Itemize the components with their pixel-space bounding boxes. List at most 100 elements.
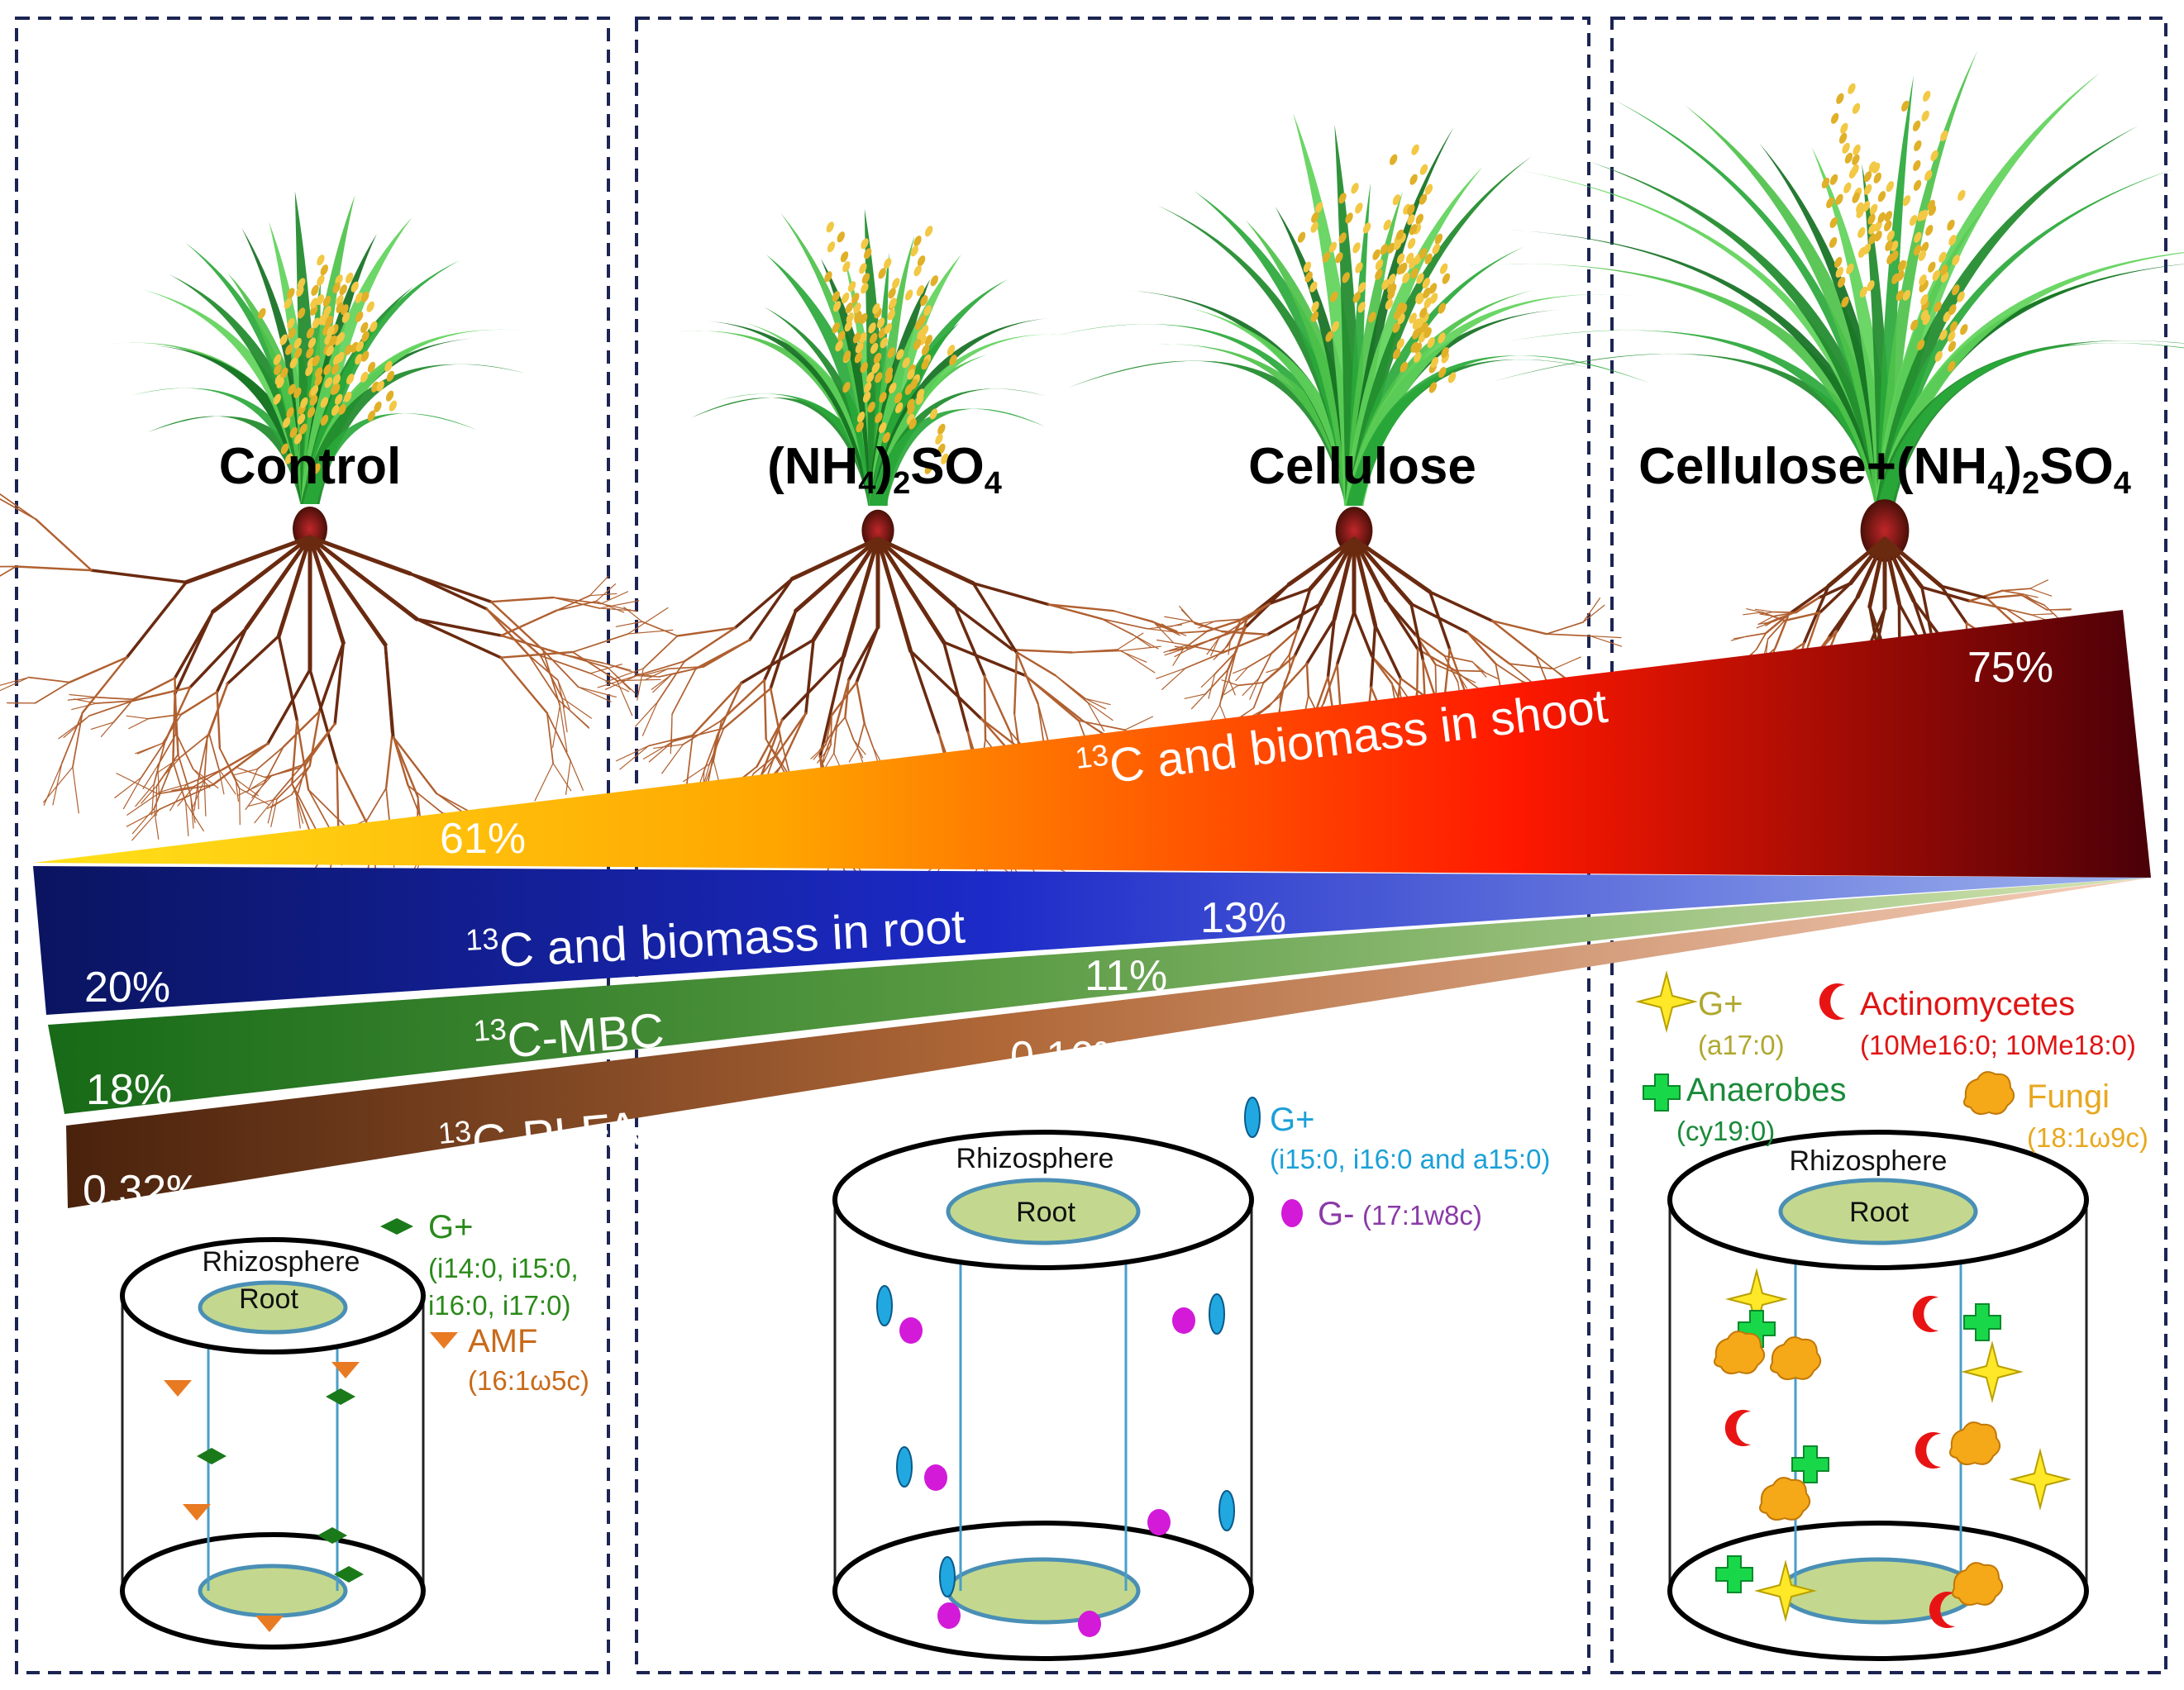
band-shoot-end-value: 75% bbox=[1967, 644, 2053, 692]
green-diamond-icon bbox=[197, 1448, 227, 1464]
orange-triangle-icon bbox=[331, 1362, 360, 1378]
root-strand bbox=[678, 628, 736, 636]
green-diamond-icon bbox=[380, 1218, 413, 1235]
red-crescent-icon bbox=[1915, 1432, 1941, 1469]
root-strand bbox=[806, 640, 813, 713]
green-cross-icon bbox=[1792, 1446, 1829, 1483]
root-strand bbox=[1171, 621, 1191, 627]
root-strand bbox=[265, 747, 284, 783]
root-strand bbox=[417, 619, 500, 657]
root-strand bbox=[857, 723, 864, 748]
root-strand bbox=[310, 537, 385, 645]
root-strand bbox=[742, 640, 813, 683]
root-strand bbox=[565, 655, 603, 663]
root-strand bbox=[308, 790, 331, 831]
rice-grain bbox=[825, 221, 836, 234]
root-strand bbox=[73, 767, 79, 813]
root-strand bbox=[1017, 653, 1038, 703]
rice-grain bbox=[904, 288, 914, 302]
root-strand bbox=[1118, 650, 1147, 662]
root-strand bbox=[209, 734, 219, 769]
legend-gpos-lipids-line1: (i14:0, i15:0, bbox=[428, 1253, 579, 1283]
rice-grain bbox=[1851, 102, 1862, 115]
root-strand bbox=[642, 621, 678, 636]
root-strand bbox=[1338, 664, 1341, 710]
rice-grain bbox=[1829, 112, 1840, 125]
root-strand bbox=[123, 778, 141, 809]
title-part: Cellulose+(NH bbox=[1638, 438, 1987, 495]
legend-actino-name: Actinomycetes bbox=[1860, 986, 2075, 1022]
root-strand bbox=[849, 748, 857, 762]
green-cross-icon bbox=[1964, 1304, 2000, 1340]
root-strand bbox=[36, 683, 70, 703]
magenta-dot-icon bbox=[937, 1602, 961, 1629]
root-strand bbox=[393, 737, 418, 797]
root-strand bbox=[69, 657, 126, 682]
rice-grain bbox=[1414, 212, 1425, 226]
root-strand bbox=[92, 570, 187, 582]
yellow-star-icon bbox=[1638, 974, 1695, 1030]
panel-title-control: Control bbox=[219, 438, 401, 495]
cyan-ellipse-icon bbox=[877, 1286, 892, 1326]
root-strand bbox=[1185, 653, 1223, 669]
root-strand bbox=[501, 611, 556, 636]
root-strand bbox=[573, 634, 628, 652]
root-strand bbox=[310, 537, 417, 619]
root-strand bbox=[865, 723, 874, 748]
root-strand bbox=[1417, 650, 1418, 689]
green-cross-icon bbox=[1643, 1074, 1680, 1111]
root-strand bbox=[643, 636, 677, 669]
root-strand bbox=[29, 678, 69, 683]
root-strand bbox=[36, 519, 92, 570]
legend-gpos-name: G+ bbox=[1698, 986, 1743, 1022]
rice-grain bbox=[1409, 173, 1419, 186]
legend-anaer-lipids: (cy19:0) bbox=[1676, 1116, 1775, 1146]
rice-grain bbox=[319, 264, 330, 277]
root-strand bbox=[53, 764, 62, 805]
root-strand bbox=[292, 783, 317, 831]
root-strand bbox=[616, 621, 641, 626]
root-strand bbox=[73, 713, 83, 768]
rice-grain bbox=[1828, 236, 1838, 249]
root-strand bbox=[1746, 633, 1766, 636]
root-strand bbox=[573, 652, 618, 681]
root-strand bbox=[1156, 668, 1185, 678]
legend-anaer-name: Anaerobes bbox=[1686, 1072, 1846, 1108]
root-strand bbox=[642, 702, 657, 736]
magenta-dot-icon bbox=[899, 1317, 923, 1344]
root-strand bbox=[16, 567, 91, 571]
root-strand bbox=[781, 713, 806, 766]
panel-title-cellulose: Cellulose bbox=[1248, 438, 1476, 495]
rice-grain bbox=[1924, 224, 1934, 237]
rice-grain bbox=[912, 235, 923, 248]
rice-grain bbox=[836, 231, 846, 244]
root-strand bbox=[1747, 609, 1762, 612]
root-strand bbox=[1837, 597, 1857, 631]
root-strand bbox=[1547, 622, 1583, 634]
title-part: SO bbox=[910, 438, 985, 495]
root-strand bbox=[258, 747, 284, 769]
cylinder-nh4-title: Rhizosphere bbox=[956, 1143, 1114, 1174]
root-strand bbox=[126, 716, 148, 718]
magenta-dot-icon bbox=[1078, 1611, 1101, 1637]
root-strand bbox=[856, 683, 864, 723]
rice-grain bbox=[1912, 179, 1923, 192]
legend-gpos-lipids: (a17:0) bbox=[1698, 1030, 1785, 1060]
rice-grain bbox=[1912, 139, 1923, 152]
root-strand bbox=[831, 716, 832, 745]
magenta-dot-icon bbox=[1281, 1199, 1303, 1227]
title-subscript: 4 bbox=[1987, 466, 2005, 501]
band-root-end-value: 13% bbox=[1200, 894, 1286, 942]
root-strand bbox=[2044, 605, 2059, 619]
root-base-disc bbox=[200, 1566, 346, 1616]
root-strand bbox=[154, 741, 165, 784]
yellow-star-icon bbox=[2012, 1451, 2068, 1507]
rhizosphere-cylinders bbox=[122, 1132, 2086, 1659]
root-strand bbox=[849, 627, 878, 680]
magenta-dot-icon bbox=[1172, 1307, 1195, 1334]
root-strand bbox=[186, 802, 188, 835]
root-strand bbox=[386, 733, 392, 788]
cylinder-cellnh4-root-label: Root bbox=[1849, 1197, 1909, 1228]
red-crescent-icon bbox=[1913, 1296, 1938, 1332]
root-strand bbox=[213, 537, 310, 612]
